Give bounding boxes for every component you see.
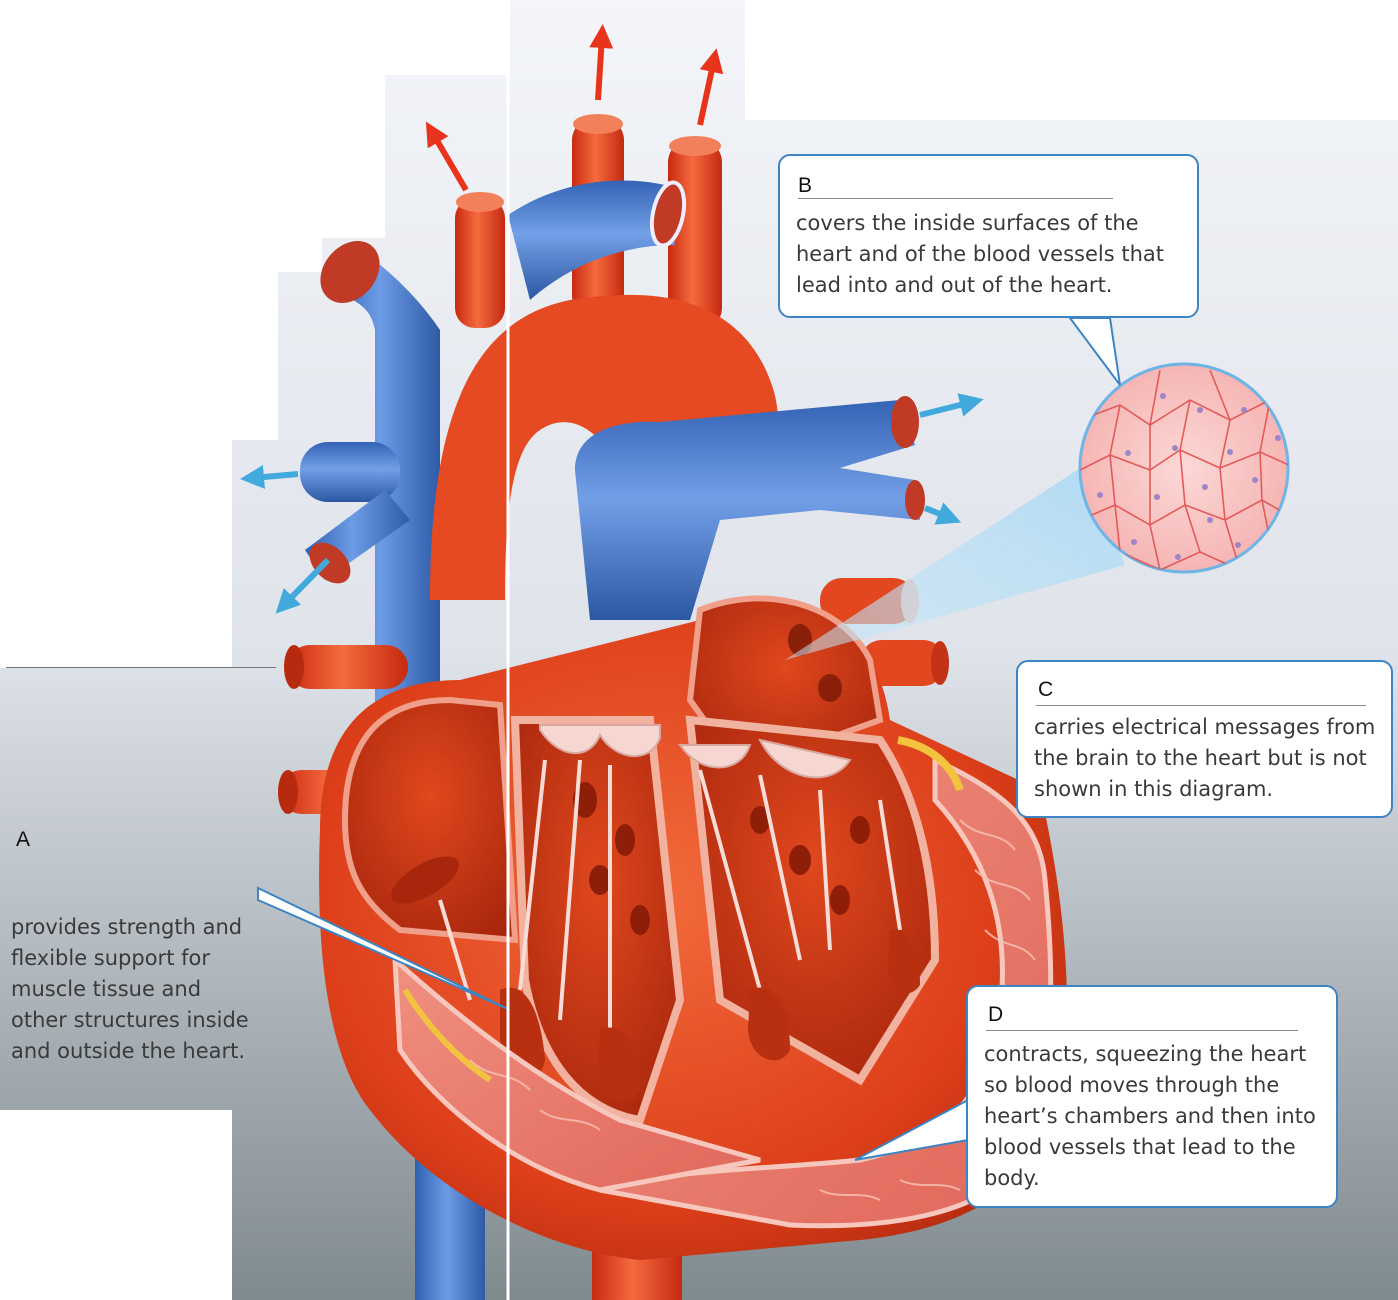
label-b-pointer <box>1068 317 1121 386</box>
vessel-opening <box>573 114 623 134</box>
vessel-opening <box>309 542 351 584</box>
vessel-opening <box>278 770 298 814</box>
brachiocephalic-vein <box>300 442 400 502</box>
magnified-endocardium <box>1078 362 1290 574</box>
vessel-opening <box>905 480 925 520</box>
label-b-callout: B covers the inside surfaces of the hear… <box>778 154 1199 318</box>
vessel-opening <box>284 645 304 689</box>
aortic-arch <box>430 294 778 600</box>
vessel-opening <box>320 241 380 303</box>
pulmonary-vein <box>288 645 408 689</box>
arrow-right-icon <box>923 502 962 525</box>
arrow-right-icon <box>919 393 984 418</box>
label-c-description: carries electrical messages from the bra… <box>1034 715 1376 801</box>
label-a-pointer <box>257 886 511 1011</box>
arrow-up-icon <box>589 24 614 101</box>
arrow-left-icon <box>240 465 299 489</box>
vessel-opening <box>891 396 919 448</box>
label-d-callout: D contracts, squeezing the heart so bloo… <box>966 985 1338 1208</box>
pericardium-edge <box>402 988 492 1083</box>
trabeculae <box>573 782 870 935</box>
label-d-answer-line <box>986 1030 1298 1031</box>
label-a-letter: A <box>16 828 31 851</box>
vessel-opening <box>818 674 842 702</box>
pulmonary-vein <box>860 640 945 686</box>
label-a-description: provides strength and flexible support f… <box>11 915 249 1063</box>
label-c-answer-line <box>1036 705 1366 706</box>
pericardium-edge <box>897 736 964 792</box>
label-a-divider <box>6 667 276 668</box>
arrow-up-icon <box>425 121 469 192</box>
label-d-letter: D <box>988 1003 1004 1026</box>
aortic-branch <box>455 198 505 328</box>
vessel-opening <box>456 192 504 212</box>
vessel-opening <box>931 641 949 685</box>
label-c-callout: C carries electrical messages from the b… <box>1016 660 1393 818</box>
arrow-up-icon <box>697 48 724 126</box>
label-c-letter: C <box>1038 678 1054 701</box>
label-b-answer-line <box>798 198 1113 199</box>
vessel-opening <box>649 180 687 248</box>
pulmonary-artery <box>575 400 920 620</box>
label-b-letter: B <box>798 174 813 197</box>
chordae-tendineae <box>438 759 902 1040</box>
heart-valves <box>539 724 852 779</box>
label-d-description: contracts, squeezing the heart so blood … <box>984 1042 1316 1190</box>
magnify-beam <box>785 465 1125 660</box>
vena-cava-arch <box>508 180 675 300</box>
valve-opening <box>391 856 459 904</box>
myocardium <box>392 954 761 1193</box>
arrow-down-left-icon <box>275 557 331 614</box>
vessel-opening <box>669 136 721 156</box>
right-atrium <box>341 696 519 944</box>
label-b-description: covers the inside surfaces of the heart … <box>796 211 1164 297</box>
